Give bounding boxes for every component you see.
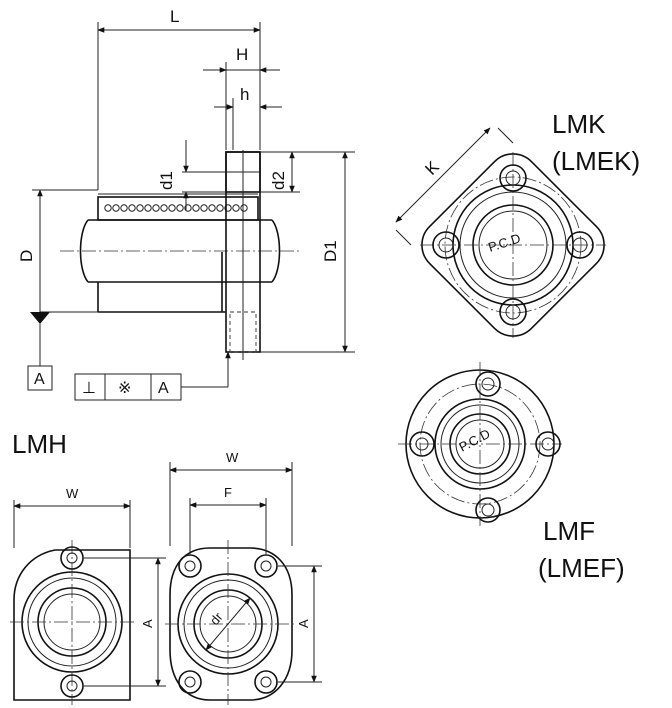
datum-A-label: A <box>34 371 45 388</box>
bearing-ball <box>192 204 200 212</box>
lmh-left-A-label: A <box>140 619 155 628</box>
bearing-ball <box>208 204 216 212</box>
lmh-right-dimension-W: W <box>169 450 293 546</box>
bearing-ball <box>168 204 176 212</box>
dimension-d1-label: d1 <box>157 171 176 190</box>
dimension-d2-label: d2 <box>269 171 288 190</box>
feature-control-frame: ⊥ ※ A <box>74 351 231 401</box>
dimension-d1: d1 <box>157 140 226 210</box>
bearing-ball <box>128 204 136 212</box>
lmef-title: (LMEF) <box>538 553 625 583</box>
lmh-left-dimension-W: W <box>13 486 131 548</box>
lmf-view: P.C.D <box>398 362 562 526</box>
lmk-title: LMK <box>552 109 606 139</box>
bearing-ball <box>200 204 208 212</box>
lmh-right-dr-label: dr <box>207 609 226 628</box>
dimension-H: H <box>203 45 280 150</box>
dimension-d2: d2 <box>260 151 300 193</box>
lmh-left-bolt-holes <box>60 546 84 698</box>
datum-A: A <box>27 311 98 391</box>
bearing-ball <box>144 204 152 212</box>
lmf-title: LMF <box>543 516 595 546</box>
bearing-ball <box>112 204 120 212</box>
dimension-K-label: K <box>421 157 443 179</box>
dimension-D: D <box>17 189 98 312</box>
dimension-D1-label: D1 <box>321 240 340 262</box>
bearing-ball <box>232 204 240 212</box>
lmh-title: LMH <box>12 429 67 459</box>
lmk-bolt-holes <box>432 164 594 326</box>
frame-tolerance: ※ <box>118 380 131 397</box>
bearing-ball <box>176 204 184 212</box>
dimension-h: h <box>214 85 282 150</box>
dimension-D1: D1 <box>260 151 355 353</box>
lmk-pcd-label: P.C.D <box>486 230 522 254</box>
ball-row <box>104 204 248 212</box>
lmh-right-dimension-A: A <box>278 565 322 683</box>
lmh-right-dimension-F: F <box>189 485 267 554</box>
bearing-ball <box>160 204 168 212</box>
dimension-K: K <box>395 127 514 246</box>
bearing-ball <box>240 204 248 212</box>
dimension-D-label: D <box>17 250 36 262</box>
bearing-ball <box>216 204 224 212</box>
bearing-ball <box>224 204 232 212</box>
lmf-pcd-label: P.C.D <box>456 426 492 455</box>
lmh-left-W-label: W <box>66 486 79 501</box>
lmh-right-F-label: F <box>224 485 232 500</box>
bearing-ball <box>184 204 192 212</box>
dimension-h-label: h <box>240 85 249 104</box>
bearing-ball <box>136 204 144 212</box>
lmf-bolt-holes <box>409 371 561 523</box>
side-section-view: L H h d1 d2 <box>17 7 355 401</box>
frame-datum: A <box>158 380 169 397</box>
lmh-right-A-label: A <box>296 619 311 628</box>
lmh-right-W-label: W <box>226 450 239 465</box>
flange <box>225 150 261 360</box>
bearing-ball <box>104 204 112 212</box>
bearing-ball <box>152 204 160 212</box>
lmh-view-left: W A <box>10 486 166 705</box>
dimension-L: L <box>97 7 261 190</box>
lmh-left-dimension-A: A <box>84 557 166 687</box>
lmk-view: K P.C.D <box>395 127 606 338</box>
lmek-title: (LMEK) <box>552 146 640 176</box>
lmh-right-bolt-holes <box>178 554 278 694</box>
lmh-view-right: dr W F A <box>165 450 322 705</box>
frame-symbol: ⊥ <box>82 380 96 397</box>
shaft <box>60 219 300 283</box>
dimension-L-label: L <box>170 7 179 26</box>
bearing-body <box>97 193 259 313</box>
bearing-ball <box>120 204 128 212</box>
dimension-H-label: H <box>236 45 248 64</box>
